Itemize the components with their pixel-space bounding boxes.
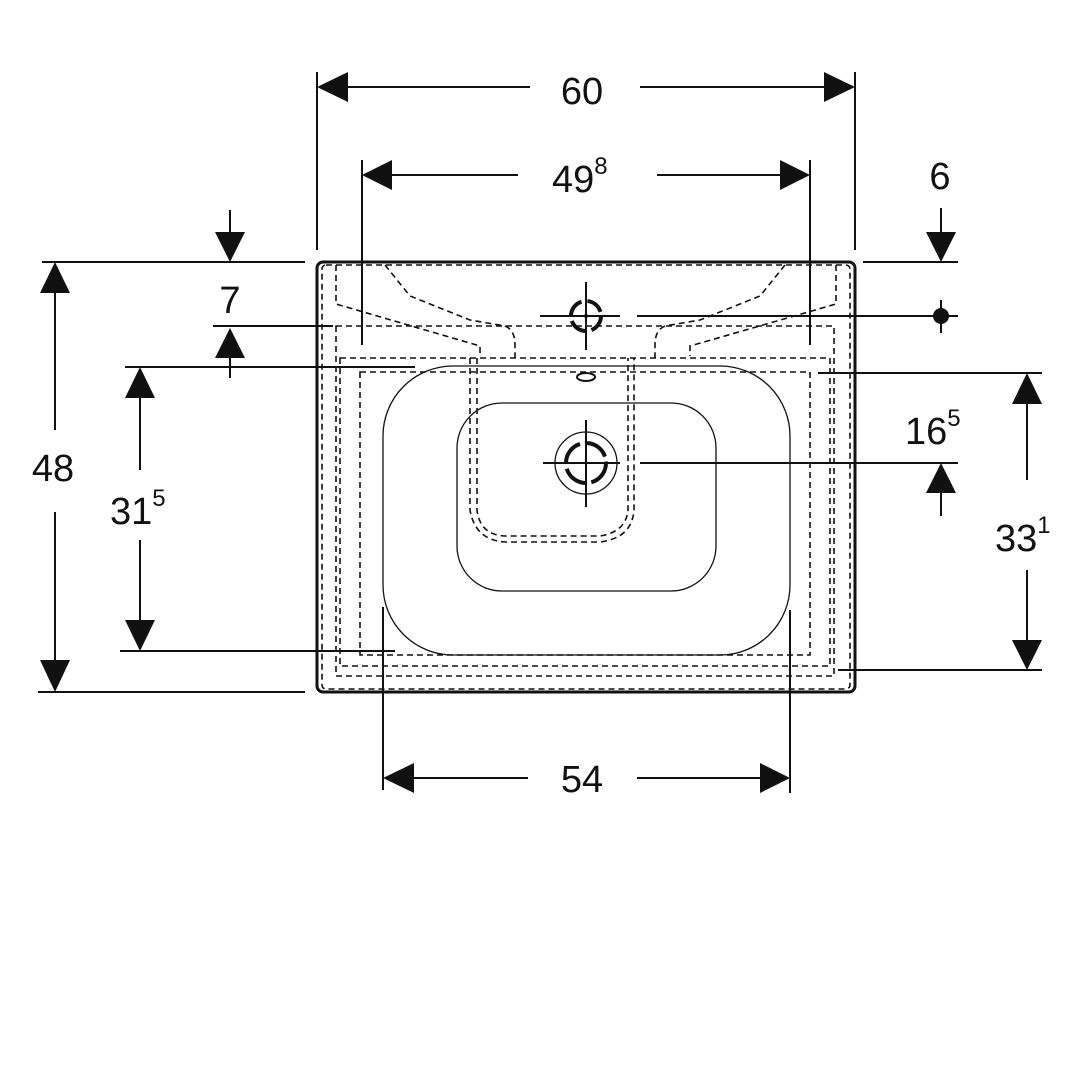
basin-outline: [315, 260, 857, 694]
dimension-bowl-front-depth: 331: [818, 372, 1051, 671]
dimension-overall-depth: 48: [32, 262, 305, 693]
svg-text:60: 60: [561, 71, 603, 113]
svg-text:315: 315: [110, 485, 166, 533]
drain: [543, 420, 620, 507]
bowl-outline: [382, 365, 791, 656]
dimension-tap-hole-offset: 6: [637, 156, 958, 333]
tap-hole: [540, 282, 620, 350]
dimension-drain-offset: 165: [640, 405, 961, 516]
svg-text:54: 54: [561, 759, 603, 801]
svg-text:165: 165: [905, 405, 961, 453]
dimension-mounting-width: 498: [361, 153, 811, 345]
bowl-inner-outline: [456, 402, 717, 592]
overflow-slot: [576, 372, 596, 382]
dimension-overall-width: 60: [316, 71, 856, 250]
dimension-bowl-width: 54: [382, 607, 791, 801]
svg-text:6: 6: [929, 156, 950, 198]
svg-text:498: 498: [552, 153, 608, 201]
hidden-lines: [321, 264, 851, 690]
dimension-bowl-depth: 315: [110, 366, 415, 652]
dimension-tap-hole-depth: 7: [42, 210, 333, 378]
svg-text:331: 331: [995, 512, 1051, 560]
svg-text:48: 48: [32, 448, 74, 490]
svg-text:7: 7: [219, 280, 240, 322]
